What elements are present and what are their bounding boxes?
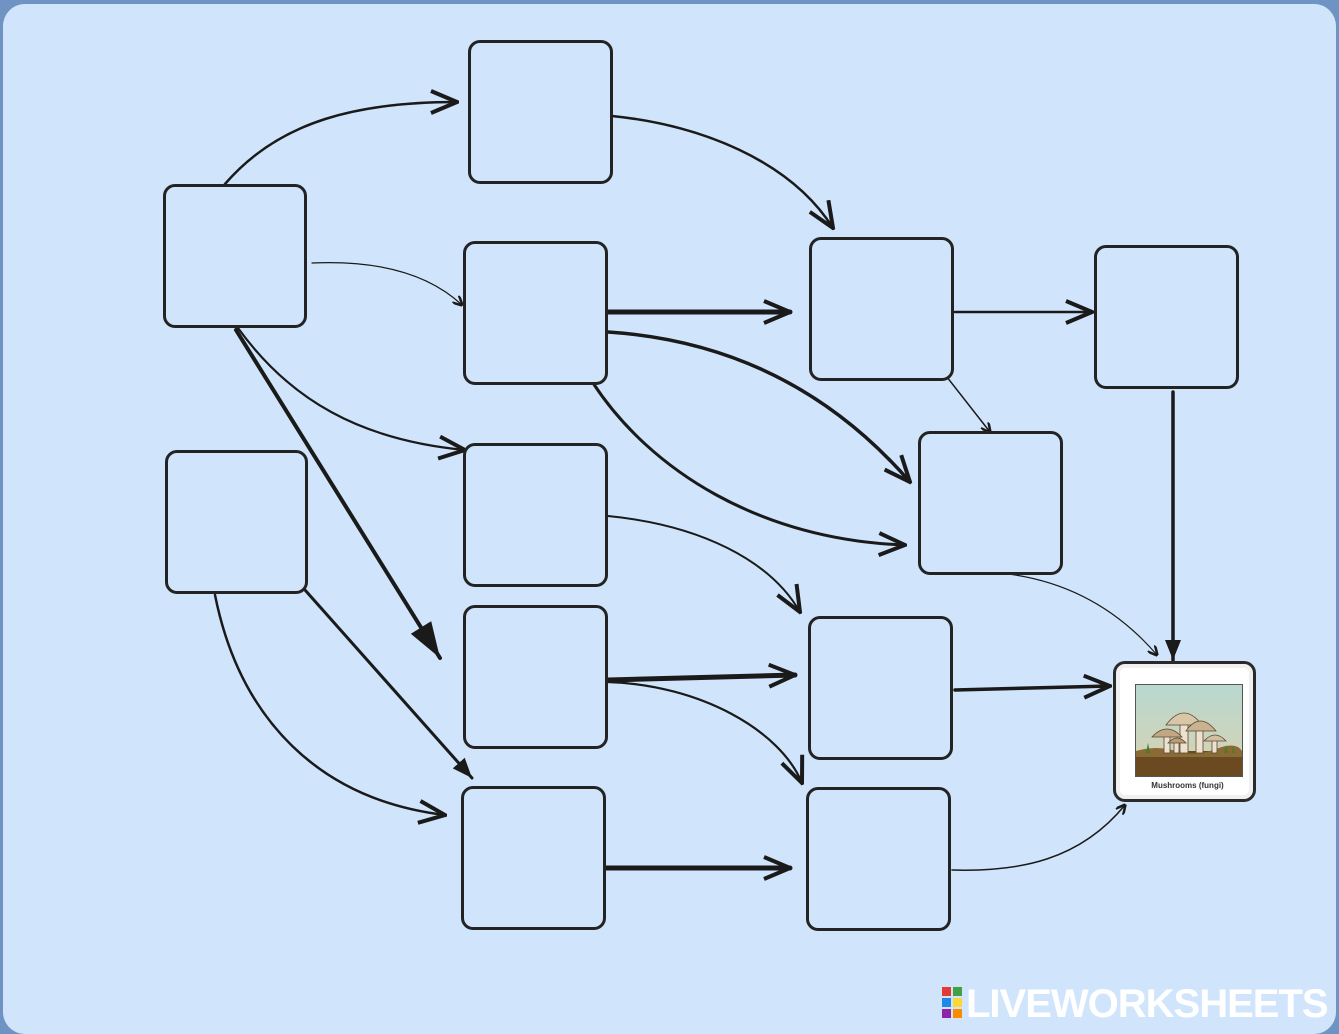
liveworksheets-logo-icon <box>942 987 962 1018</box>
answer-box-8[interactable] <box>809 237 954 381</box>
arrow-10 <box>942 371 990 432</box>
answer-box-6[interactable] <box>463 605 608 749</box>
brand-name: LIVEWORKSHEETS <box>966 984 1328 1024</box>
arrow-14 <box>303 588 474 780</box>
answer-box-9[interactable] <box>1094 245 1239 389</box>
arrow-4 <box>234 328 442 660</box>
arrow-1 <box>223 102 457 186</box>
arrow-16 <box>605 675 798 680</box>
mushroom-illustration-icon <box>1135 684 1243 777</box>
arrow-7 <box>606 330 910 482</box>
answer-box-2[interactable] <box>165 450 308 594</box>
arrow-5 <box>610 114 833 228</box>
answer-box-12[interactable] <box>806 787 951 931</box>
arrow-13 <box>999 572 1157 655</box>
arrow-8 <box>591 381 905 545</box>
arrow-18 <box>953 686 1110 690</box>
answer-box-5[interactable] <box>463 443 608 587</box>
mushroom-card[interactable]: Mushrooms (fungi) <box>1113 661 1256 802</box>
answer-box-11[interactable] <box>808 616 953 760</box>
answer-box-7[interactable] <box>461 786 606 930</box>
arrow-3 <box>236 326 465 450</box>
arrow-20 <box>951 805 1125 871</box>
card-caption: Mushrooms (fungi) <box>1151 781 1224 790</box>
arrow-2 <box>311 262 462 305</box>
arrow-12 <box>607 515 800 612</box>
arrow-15 <box>213 593 445 815</box>
answer-box-3[interactable] <box>468 40 613 184</box>
answer-box-4[interactable] <box>463 241 608 385</box>
answer-box-1[interactable] <box>163 184 307 328</box>
answer-box-10[interactable] <box>918 431 1063 575</box>
arrow-17 <box>606 680 802 783</box>
liveworksheets-brand: LIVEWORKSHEETS <box>942 984 1328 1024</box>
